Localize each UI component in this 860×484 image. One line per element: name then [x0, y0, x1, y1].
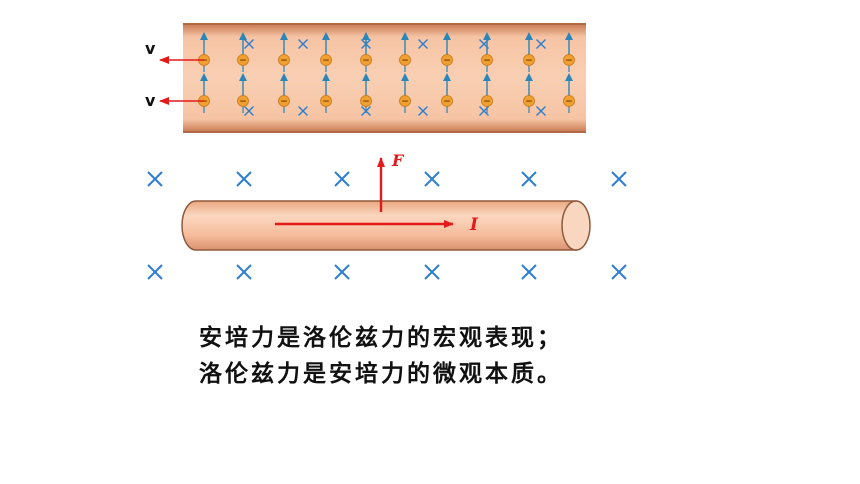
- electron: −: [278, 73, 290, 113]
- electron-sign: −: [483, 56, 491, 66]
- electron-sign: −: [280, 56, 288, 66]
- rod-end-cap: [561, 200, 591, 251]
- electron: −: [441, 73, 453, 113]
- electron: −: [481, 73, 493, 113]
- magnetic-field-marks: [147, 171, 627, 280]
- field-cross-mark: [521, 264, 537, 280]
- velocity-label-top: v: [145, 39, 156, 58]
- electron: −: [320, 32, 332, 72]
- electron-sign: −: [280, 97, 288, 107]
- electron: −: [523, 32, 535, 72]
- electron-sign: −: [525, 56, 533, 66]
- electron: −: [563, 32, 575, 72]
- field-cross-mark: [418, 106, 428, 116]
- electron: −: [523, 73, 535, 113]
- electron-sign: −: [483, 97, 491, 107]
- electron: −: [278, 32, 290, 72]
- caption-line-2: 洛伦兹力是安培力的微观本质。: [199, 361, 563, 387]
- electron-sign: −: [565, 56, 573, 66]
- electron-sign: −: [362, 56, 370, 66]
- electron: −: [441, 32, 453, 72]
- conductor-rod: [181, 200, 591, 251]
- field-cross-mark: [147, 171, 163, 187]
- field-cross-mark: [424, 264, 440, 280]
- electron-sign: −: [401, 56, 409, 66]
- field-cross-mark: [611, 171, 627, 187]
- electron: −: [399, 32, 411, 72]
- electron: −: [563, 73, 575, 113]
- rod-body: [181, 200, 577, 251]
- current-label: I: [469, 215, 479, 235]
- field-cross-mark: [424, 171, 440, 187]
- electron-sign: −: [322, 56, 330, 66]
- electron-sign: −: [239, 97, 247, 107]
- field-cross-mark: [236, 171, 252, 187]
- force-label: F: [391, 151, 405, 170]
- velocity-arrows: v v: [145, 39, 204, 110]
- electron-sign: −: [443, 97, 451, 107]
- electron: −: [360, 73, 372, 113]
- field-cross-mark: [298, 106, 308, 116]
- electron: −: [481, 32, 493, 72]
- electron: −: [237, 73, 249, 113]
- field-cross-mark: [536, 106, 546, 116]
- electron-sign: −: [362, 97, 370, 107]
- wire-segment-microscopic: − − − − − − − − − − − − − − − − − − − −: [183, 23, 586, 133]
- field-cross-mark: [521, 171, 537, 187]
- field-cross-mark: [236, 264, 252, 280]
- field-cross-mark: [334, 264, 350, 280]
- field-cross-mark: [536, 39, 546, 49]
- field-cross-mark: [611, 264, 627, 280]
- field-cross-mark: [298, 39, 308, 49]
- electron-sign: −: [443, 56, 451, 66]
- field-cross-mark: [334, 171, 350, 187]
- electron: −: [320, 73, 332, 113]
- electron-sign: −: [322, 97, 330, 107]
- electron: −: [237, 32, 249, 72]
- electron: −: [360, 32, 372, 72]
- caption-line-1: 安培力是洛伦兹力的宏观表现；: [199, 325, 563, 351]
- electron-sign: −: [239, 56, 247, 66]
- field-cross-mark: [244, 39, 254, 49]
- electron: −: [399, 73, 411, 113]
- electron-sign: −: [200, 97, 208, 107]
- electron-sign: −: [565, 97, 573, 107]
- electrons: − − − − − − − − − − − − − − − − − − − −: [198, 32, 575, 113]
- electron-sign: −: [525, 97, 533, 107]
- field-cross-mark: [244, 106, 254, 116]
- field-cross-mark: [147, 264, 163, 280]
- velocity-label-bottom: v: [145, 91, 156, 110]
- electron-sign: −: [401, 97, 409, 107]
- field-cross-mark: [418, 39, 428, 49]
- electron-sign: −: [200, 56, 208, 66]
